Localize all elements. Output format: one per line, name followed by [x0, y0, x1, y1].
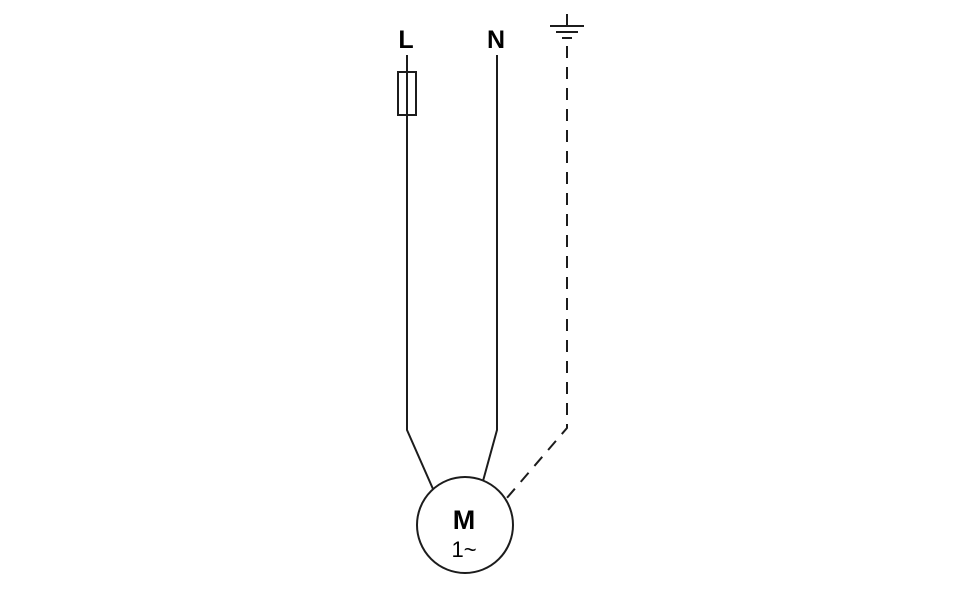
earth-conductor-wire [505, 46, 568, 500]
motor-symbol: M 1~ [416, 476, 514, 574]
line-conductor-wire [406, 55, 434, 490]
phase-label: 1~ [451, 537, 476, 562]
earth-icon [550, 14, 584, 39]
fuse-icon [397, 71, 417, 116]
line-terminal-label: L [398, 26, 413, 54]
neutral-terminal-label: N [487, 26, 505, 54]
motor-circle [416, 476, 514, 574]
neutral-conductor-wire [482, 55, 498, 482]
motor-label: M [453, 505, 476, 535]
